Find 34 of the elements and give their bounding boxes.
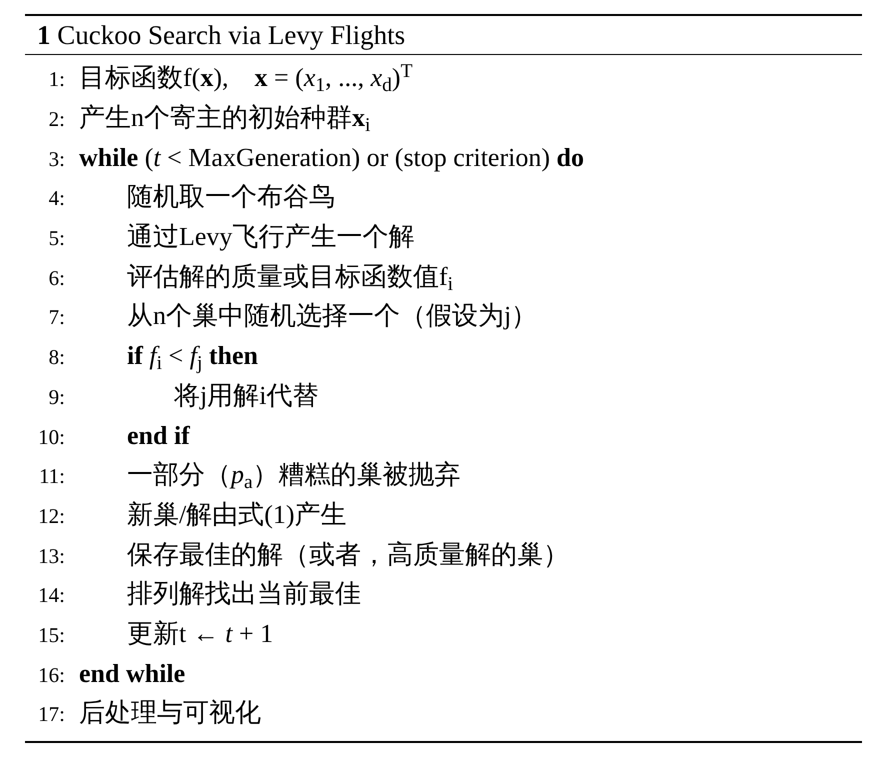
line-number: 1: [48,69,65,90]
line-number: 6: [48,268,65,289]
code-line: while (t < MaxGeneration) or (stop criterion) do [79,142,584,172]
line-number: 15: [37,624,65,646]
code-line: end while [79,658,186,688]
line-number: 8: [48,347,65,368]
code-line: 后处理与可视化 [79,698,261,728]
line-number: 11: [38,466,65,488]
code-line: 随机取一个布谷鸟 [127,182,335,212]
line-number: 9: [48,386,65,408]
code-line: 评估解的质量或目标函数值f$_{i}$ [127,262,454,291]
code-line: 产生n个寄主的初始种群x$_{i}$ [79,103,370,132]
code-line: 将j用解i代替 [174,380,318,410]
line-number: 17: [37,704,65,726]
code-line: 排列解找出当前最佳 [127,579,361,608]
code-line: 保存最佳的解（或者，高质量解的巢） [127,540,569,569]
code-line: 通过Levy飞行产生一个解 [127,222,414,252]
line-number: 3: [48,148,65,170]
code-line: 目标函数f(x), x = (x$_{1}$, ..., x$_{d}$)$^{T}$ [79,63,413,92]
line-number: 14: [37,585,65,606]
line-number: 13: [37,546,65,567]
line-number: 4: [48,188,65,210]
code-line: 新巢/解由式(1)产生 [127,500,347,529]
line-number: 10: [37,426,65,448]
line-number: 2: [48,109,65,130]
algorithm-title: 1 Cuckoo Search via Levy Flights [36,22,406,48]
line-number: 5: [48,228,65,250]
code-line: 更新t ← t + 1 [127,618,274,648]
line-number: 16: [37,664,65,686]
code-line: 从n个巢中随机选择一个（假设为j） [127,301,538,330]
code-line: 一部分（p$_{a}$）糟糕的巢被抛弃 [127,460,461,490]
line-number: 12: [37,506,65,527]
code-line: end if [127,420,190,450]
line-number: 7: [48,307,65,328]
